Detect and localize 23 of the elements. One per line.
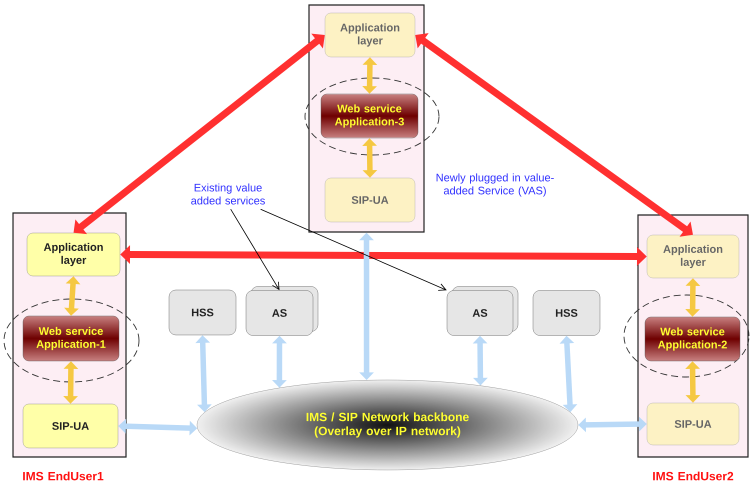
device-label: IMS EndUser1 xyxy=(23,472,104,480)
leader-line xyxy=(260,208,447,291)
device-label: IMS EndUser2 xyxy=(653,472,734,480)
annotation-text: Newly plugged in value-added Service (VAS) xyxy=(436,173,554,197)
agent-box: SIP-UA xyxy=(22,404,118,448)
arrow xyxy=(74,34,325,234)
dashed-ellipse xyxy=(304,78,440,156)
dashed-ellipse xyxy=(624,294,750,378)
server-box: AS xyxy=(446,286,518,336)
server-box: HSS xyxy=(168,290,236,336)
layer-box: Application layer xyxy=(324,12,416,58)
service-box: Web service Application-1 xyxy=(22,316,120,362)
service-box: Web service Application-3 xyxy=(320,94,418,138)
layer-box: Application layer xyxy=(646,234,740,278)
agent-box: SIP-UA xyxy=(646,402,740,446)
dashed-ellipse xyxy=(4,298,140,382)
leader-line xyxy=(230,208,280,290)
layer-box: Application layer xyxy=(26,232,120,276)
server-box: HSS xyxy=(532,290,600,336)
service-box: Web service Application-2 xyxy=(644,316,740,362)
server-box: AS xyxy=(246,286,318,336)
annotation-text: Existing value added services xyxy=(191,183,265,205)
agent-box: SIP-UA xyxy=(324,178,416,222)
